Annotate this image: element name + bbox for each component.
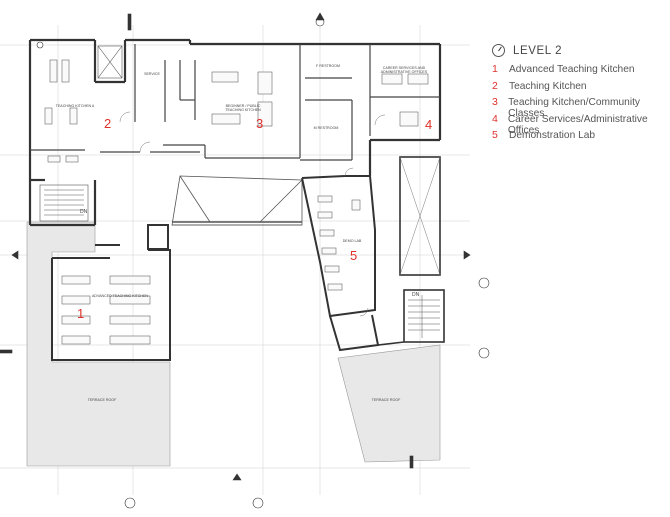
- legend-item: 4 Career Services/Administrative Offices: [492, 112, 670, 136]
- demo-lab-counters: [317, 195, 361, 291]
- legend-title: LEVEL 2: [492, 44, 670, 57]
- tag-advanced-kitchen: ADVANCED TEACHING KITCHEN: [92, 294, 148, 298]
- terrace-roof-right: [337, 344, 441, 463]
- terrace-roof-left: [26, 221, 171, 467]
- legend-item: 5 Demonstration Lab: [492, 129, 670, 146]
- section-markers: [0, 12, 490, 509]
- room-number-1: 1: [77, 306, 85, 321]
- legend-item-number: 3: [492, 96, 498, 108]
- tag-service: SERVICE: [144, 72, 160, 76]
- east-block: [377, 156, 445, 346]
- legend-item-number: 2: [492, 79, 498, 92]
- legend-item: 2 Teaching Kitchen: [492, 80, 670, 97]
- legend-item-number: 1: [492, 63, 498, 75]
- demo-lab-walls: [301, 175, 380, 352]
- tag-demo-lab: DEMO LAB: [342, 239, 362, 243]
- legend-item-label: Advanced Teaching Kitchen: [509, 64, 635, 75]
- legend-item: 1 Advanced Teaching Kitchen: [492, 63, 670, 80]
- room-number-5: 5: [350, 248, 358, 263]
- north-interior-walls: [30, 44, 440, 161]
- tag-m-restroom: M RESTROOM: [313, 126, 339, 130]
- legend-item-number: 5: [492, 129, 498, 141]
- legend-item-label: Teaching Kitchen: [509, 80, 587, 92]
- southwest-block-walls: [51, 224, 171, 361]
- central-roof: [171, 175, 303, 226]
- legend-item-label: Career Services/Administrative Offices: [507, 113, 648, 136]
- advanced-kitchen-counters: [61, 275, 151, 345]
- tag-career-services: CAREER SERVICES AND ADMINISTRATIVE OFFIC…: [380, 66, 428, 74]
- legend: LEVEL 2 1 Advanced Teaching Kitchen 2 Te…: [492, 44, 670, 146]
- tag-terrace-roof-left: TERRACE ROOF: [87, 398, 117, 402]
- north-kitchen-counters: [44, 59, 429, 163]
- door-swings: [119, 111, 386, 317]
- tag-teaching-kitchen-a: TEACHING KITCHEN A: [55, 104, 95, 108]
- north-arrow-icon: [492, 44, 505, 57]
- north-block-walls: [28, 38, 442, 227]
- label-dn-east: DN: [412, 292, 420, 298]
- stair-northwest: [39, 45, 123, 222]
- room-number-4: 4: [425, 117, 433, 132]
- room-number-3: 3: [256, 116, 264, 131]
- tag-terrace-roof-right: TERRACE ROOF: [371, 398, 401, 402]
- legend-item-number: 4: [492, 112, 498, 125]
- legend-title-text: LEVEL 2: [513, 44, 563, 57]
- label-dn-northwest: DN: [80, 209, 88, 215]
- room-number-2: 2: [104, 116, 112, 131]
- legend-item-label: Demonstration Lab: [509, 130, 596, 141]
- legend-item-label: Teaching Kitchen/Community Classes: [508, 97, 641, 119]
- tag-beginner-kitchen: BEGINNER / PUBLIC TEACHING KITCHEN: [225, 104, 261, 112]
- legend-item: 3 Teaching Kitchen/Community Classes: [492, 96, 670, 119]
- tag-f-restroom: F RESTROOM: [316, 64, 340, 68]
- stair-east: [408, 295, 440, 338]
